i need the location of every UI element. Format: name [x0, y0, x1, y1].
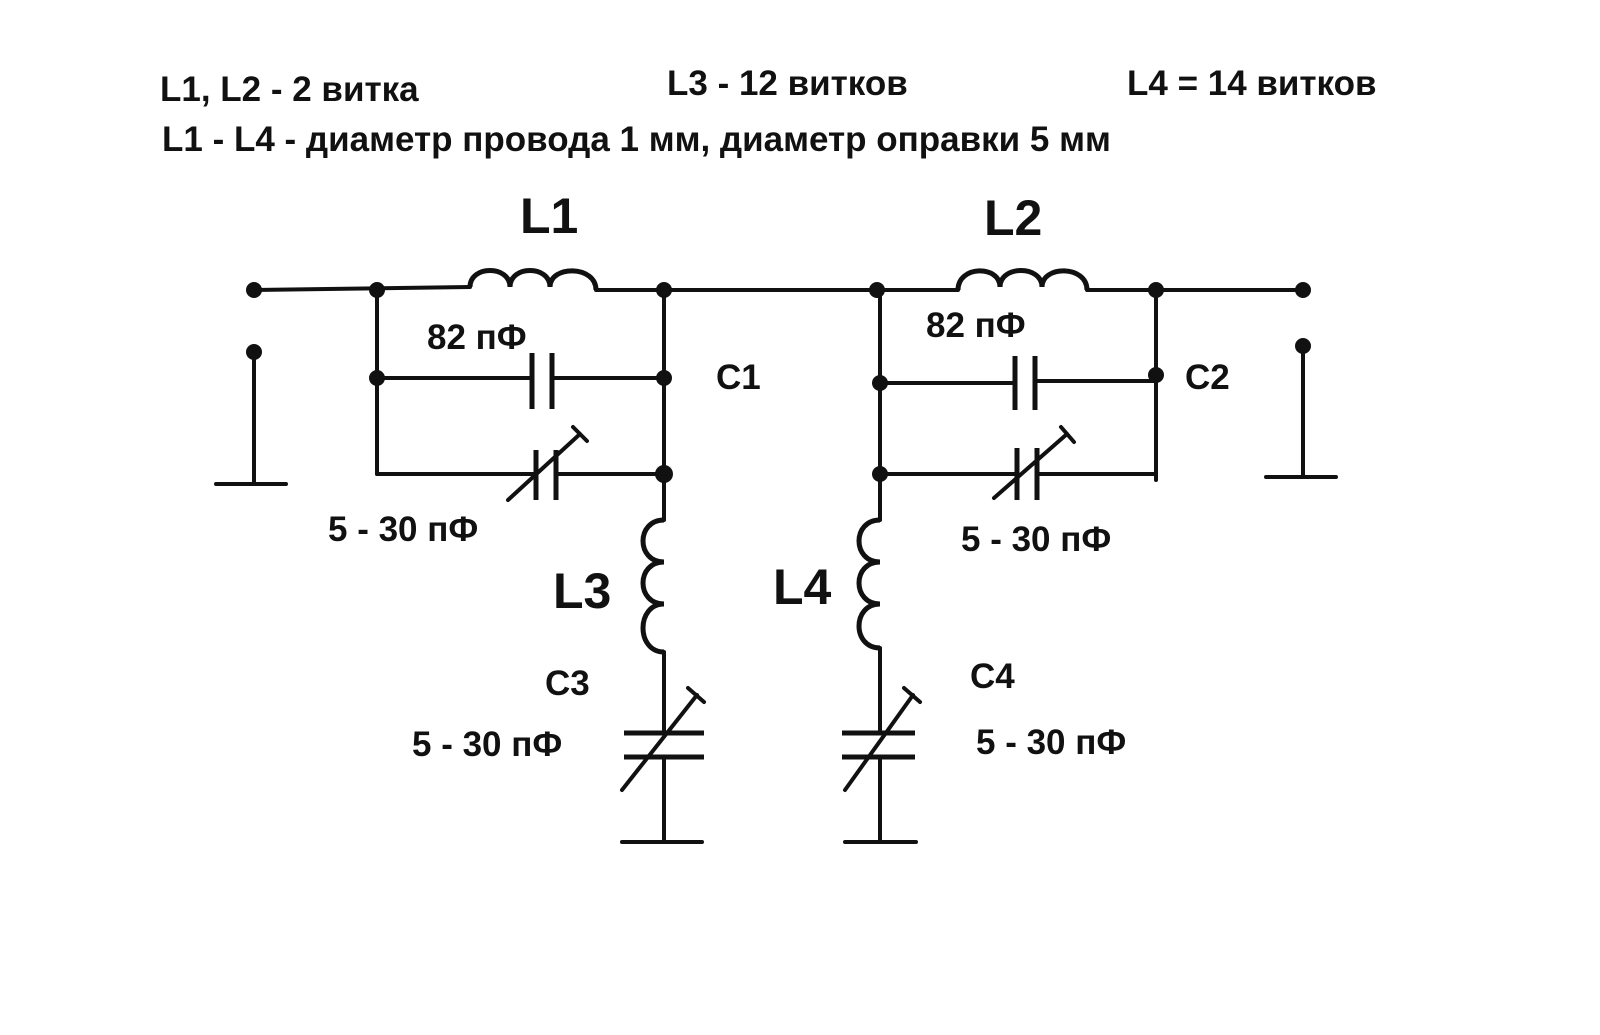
capacitor-c3-trimmer — [620, 686, 706, 844]
label-c3: C3 — [545, 664, 590, 703]
label-l4: L4 — [773, 559, 832, 615]
note-l3-turns: L3 - 12 витков — [667, 64, 908, 103]
capacitor-c4-trimmer — [842, 686, 922, 844]
capacitor-c2-fixed — [878, 356, 1158, 410]
right-resonant-section — [842, 268, 1164, 844]
output-terminal — [1264, 282, 1338, 479]
input-terminal — [214, 282, 288, 486]
capacitor-c1-fixed — [375, 353, 666, 409]
label-c1-fixed-value: 82 пФ — [427, 318, 527, 357]
label-c4-value: 5 - 30 пФ — [976, 723, 1126, 762]
note-l1-l2-turns: L1, L2 - 2 витка — [160, 70, 419, 109]
output-terminal-node — [1295, 282, 1311, 298]
label-c2-trim-value: 5 - 30 пФ — [961, 520, 1111, 559]
inductor-l4 — [856, 517, 881, 651]
main-line — [252, 285, 1305, 292]
label-c2-fixed-value: 82 пФ — [926, 306, 1026, 345]
capacitor-c2-trimmer — [878, 425, 1158, 500]
note-wire-and-mandrel-diameter: L1 - L4 - диаметр провода 1 мм, диаметр … — [162, 120, 1111, 159]
label-l1: L1 — [520, 188, 578, 244]
label-l3: L3 — [553, 563, 611, 619]
label-c4: C4 — [970, 657, 1015, 696]
inductor-l3 — [640, 517, 665, 655]
label-c3-value: 5 - 30 пФ — [412, 725, 562, 764]
capacitor-c1-trimmer — [375, 425, 666, 502]
left-resonant-section — [369, 268, 706, 844]
label-c1-trim-value: 5 - 30 пФ — [328, 510, 478, 549]
label-c1: C1 — [716, 358, 761, 397]
label-l2: L2 — [984, 190, 1042, 246]
label-c2: C2 — [1185, 358, 1230, 397]
inductor-l1 — [467, 268, 599, 291]
note-l4-turns: L4 = 14 витков — [1127, 64, 1377, 103]
inductor-l2 — [955, 268, 1090, 291]
input-terminal-node — [246, 282, 262, 298]
